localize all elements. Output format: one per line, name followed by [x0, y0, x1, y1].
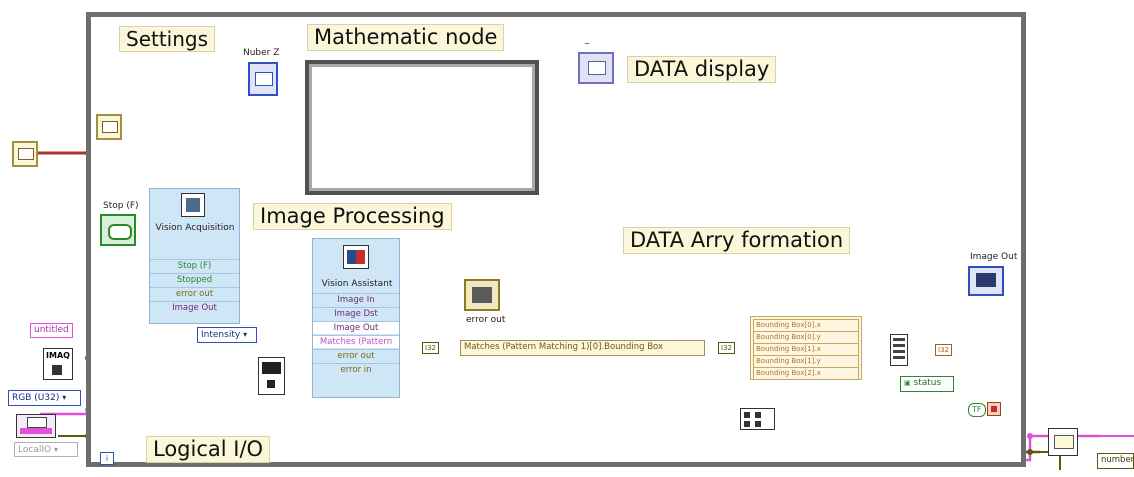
- stop-button-icon[interactable]: [100, 214, 136, 246]
- annotation-math-node: Mathematic node: [307, 24, 505, 52]
- chevron-down-icon: ▾: [53, 445, 58, 454]
- local-io-label: LocalIO: [18, 445, 52, 455]
- va-row-image-out[interactable]: Image Out: [150, 301, 239, 314]
- annotation-settings: Settings: [119, 26, 216, 52]
- annotation-image-processing: Image Processing: [253, 203, 452, 231]
- vas-row-image-dst[interactable]: Image Dst: [313, 307, 399, 320]
- constant-control-icon[interactable]: [96, 114, 122, 140]
- rgb-type-ring[interactable]: RGB (U32) ▾: [8, 390, 81, 406]
- io-node-icon[interactable]: [16, 414, 56, 438]
- number-indicator[interactable]: number: [1097, 453, 1134, 469]
- while-loop-frame[interactable]: [86, 12, 1026, 467]
- build-array-node-icon[interactable]: [890, 334, 908, 366]
- error-out-label: error out: [466, 315, 506, 325]
- vas-row-image-in[interactable]: Image In: [313, 293, 399, 306]
- status-indicator[interactable]: ▣ status: [900, 376, 954, 392]
- image-out-indicator-icon[interactable]: [968, 266, 1004, 296]
- error-out-indicator-icon[interactable]: [464, 279, 500, 311]
- data-display-indicator-icon[interactable]: [578, 52, 614, 84]
- vas-row-image-out[interactable]: Image Out: [313, 321, 399, 334]
- vision-acquisition-block[interactable]: Vision Acquisition Stop (F) Stopped erro…: [149, 188, 240, 324]
- rgb-label: RGB (U32): [12, 393, 60, 403]
- vision-assistant-block[interactable]: Vision Assistant Image In Image Dst Imag…: [312, 238, 400, 398]
- i32-tag-b: I32: [718, 342, 735, 354]
- imaq-label: IMAQ: [46, 351, 70, 360]
- bounding-box-unbundle[interactable]: Bounding Box[0].x Bounding Box[0].y Boun…: [750, 316, 862, 380]
- untitled-control[interactable]: untitled: [30, 323, 73, 338]
- vision-acquisition-icon: [181, 193, 205, 217]
- i32-tag-c: I32: [935, 344, 952, 356]
- stop-condition-icon[interactable]: [987, 402, 1001, 416]
- chevron-down-icon: ▾: [62, 393, 67, 402]
- va-row-error-out[interactable]: error out: [150, 287, 239, 300]
- stop-f-label: Stop (F): [103, 201, 139, 211]
- comparison-node-icon[interactable]: [1048, 428, 1078, 456]
- annotation-data-display: DATA display: [627, 56, 777, 84]
- imaq-create-node-icon[interactable]: IMAQ: [43, 348, 73, 380]
- local-io-ring[interactable]: LocalIO ▾: [14, 442, 78, 457]
- vision-assistant-title: Vision Assistant: [321, 279, 393, 289]
- vas-row-error-in[interactable]: error in: [313, 363, 399, 376]
- annotation-logical-io: Logical I/O: [146, 436, 271, 464]
- bbox-row-4[interactable]: Bounding Box[2].x: [753, 367, 859, 380]
- i32-tag-a: I32: [422, 342, 439, 354]
- vas-row-matches[interactable]: Matches (Pattern: [313, 335, 399, 348]
- image-out-label: Image Out: [970, 252, 1018, 262]
- va-row-stopped[interactable]: Stopped: [150, 273, 239, 286]
- loop-iteration-terminal: i: [100, 452, 114, 465]
- left-numeric-control-icon[interactable]: [12, 141, 38, 167]
- image-merge-node-icon[interactable]: [258, 357, 285, 395]
- vas-row-error-out[interactable]: error out: [313, 349, 399, 362]
- math-node-box[interactable]: [305, 60, 539, 195]
- unbundle-matches-node[interactable]: Matches (Pattern Matching 1)[0].Bounding…: [460, 340, 705, 356]
- annotation-data-array: DATA Arry formation: [623, 227, 851, 255]
- status-tf-icon: ▣: [904, 379, 911, 387]
- intensity-label: Intensity: [201, 330, 241, 340]
- merge-errors-node-icon[interactable]: [740, 408, 775, 430]
- status-label: status: [913, 378, 942, 388]
- number-z-label: Nuber Z: [243, 48, 280, 58]
- data-display-label: ~: [584, 40, 590, 48]
- vision-acquisition-title: Vision Acquisition: [155, 223, 235, 233]
- chevron-down-icon: ▾: [243, 330, 248, 339]
- va-row-stop[interactable]: Stop (F): [150, 259, 239, 272]
- vision-assistant-icon: [343, 245, 369, 269]
- tf-terminal: TF: [968, 403, 986, 417]
- intensity-ring[interactable]: Intensity ▾: [197, 327, 257, 343]
- number-z-control-icon[interactable]: [248, 62, 278, 96]
